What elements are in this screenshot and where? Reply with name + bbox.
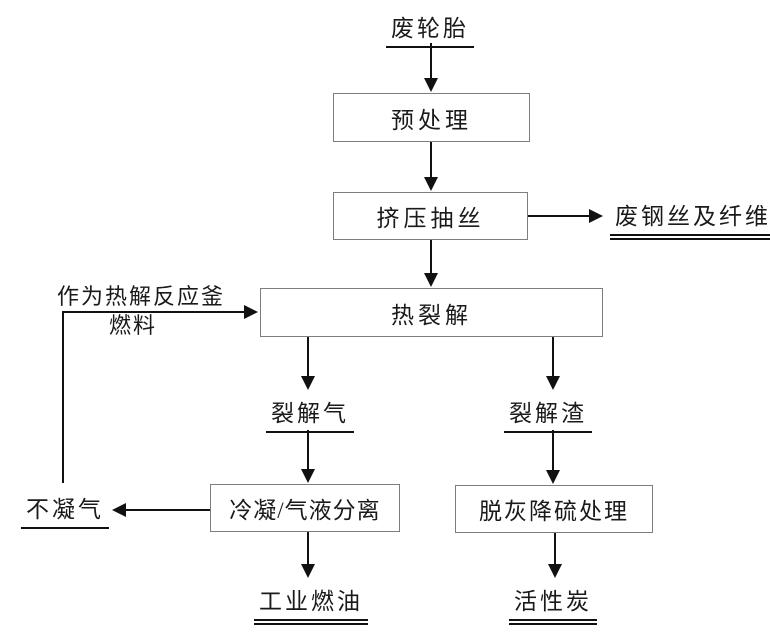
arrow-line-residue-deash xyxy=(552,430,554,471)
arrowhead-residue-deash xyxy=(546,470,560,484)
arrow-line-tire-pretreat xyxy=(430,43,432,79)
label-activated-carbon: 活性炭 xyxy=(509,582,597,625)
arrowhead-pretreat-extrusion xyxy=(424,177,438,191)
feedback-hline xyxy=(63,311,246,313)
label-fuel-oil: 工业燃油 xyxy=(254,582,368,625)
label-steel-fiber: 废钢丝及纤维 xyxy=(610,197,770,240)
arrowhead-feedback-pyrolysis xyxy=(244,305,258,319)
arrowhead-condensation-noncond xyxy=(112,503,126,517)
arrowhead-condensation-fueloil xyxy=(301,564,315,578)
label-pyrolysis-residue: 裂解渣 xyxy=(504,394,592,433)
feedback-label-line1: 作为热解反应釜 xyxy=(56,284,226,309)
arrow-line-condensation-fueloil xyxy=(307,532,309,565)
label-noncondensable-gas: 不凝气 xyxy=(21,490,109,529)
arrowhead-gas-condensation xyxy=(301,469,315,483)
feedback-vline xyxy=(62,311,64,483)
arrowhead-pyrolysis-residue xyxy=(546,376,560,390)
box-extrusion: 挤压抽丝 xyxy=(333,192,528,240)
arrowhead-extrusion-steel xyxy=(589,209,603,223)
arrow-line-pyrolysis-residue xyxy=(552,337,554,377)
arrowhead-tire-pretreat xyxy=(424,78,438,92)
arrowhead-pyrolysis-gas xyxy=(301,376,315,390)
arrowhead-extrusion-pyrolysis xyxy=(424,273,438,287)
arrow-line-gas-condensation xyxy=(307,430,309,470)
arrow-line-condensation-noncond xyxy=(126,509,210,511)
arrow-line-extrusion-pyrolysis xyxy=(430,240,432,274)
box-pyrolysis: 热裂解 xyxy=(260,288,603,337)
arrow-line-pretreat-extrusion xyxy=(430,142,432,178)
feedback-label-line2: 燃料 xyxy=(108,313,158,338)
arrow-line-pyrolysis-gas xyxy=(307,337,309,377)
arrowhead-deash-carbon xyxy=(548,564,562,578)
box-condensation: 冷凝/气液分离 xyxy=(210,484,400,532)
box-deash: 脱灰降硫处理 xyxy=(455,485,653,533)
label-pyrolysis-gas: 裂解气 xyxy=(266,394,354,433)
box-pretreatment: 预处理 xyxy=(333,93,530,142)
arrow-line-extrusion-steel xyxy=(528,215,590,217)
arrow-line-deash-carbon xyxy=(554,533,556,565)
